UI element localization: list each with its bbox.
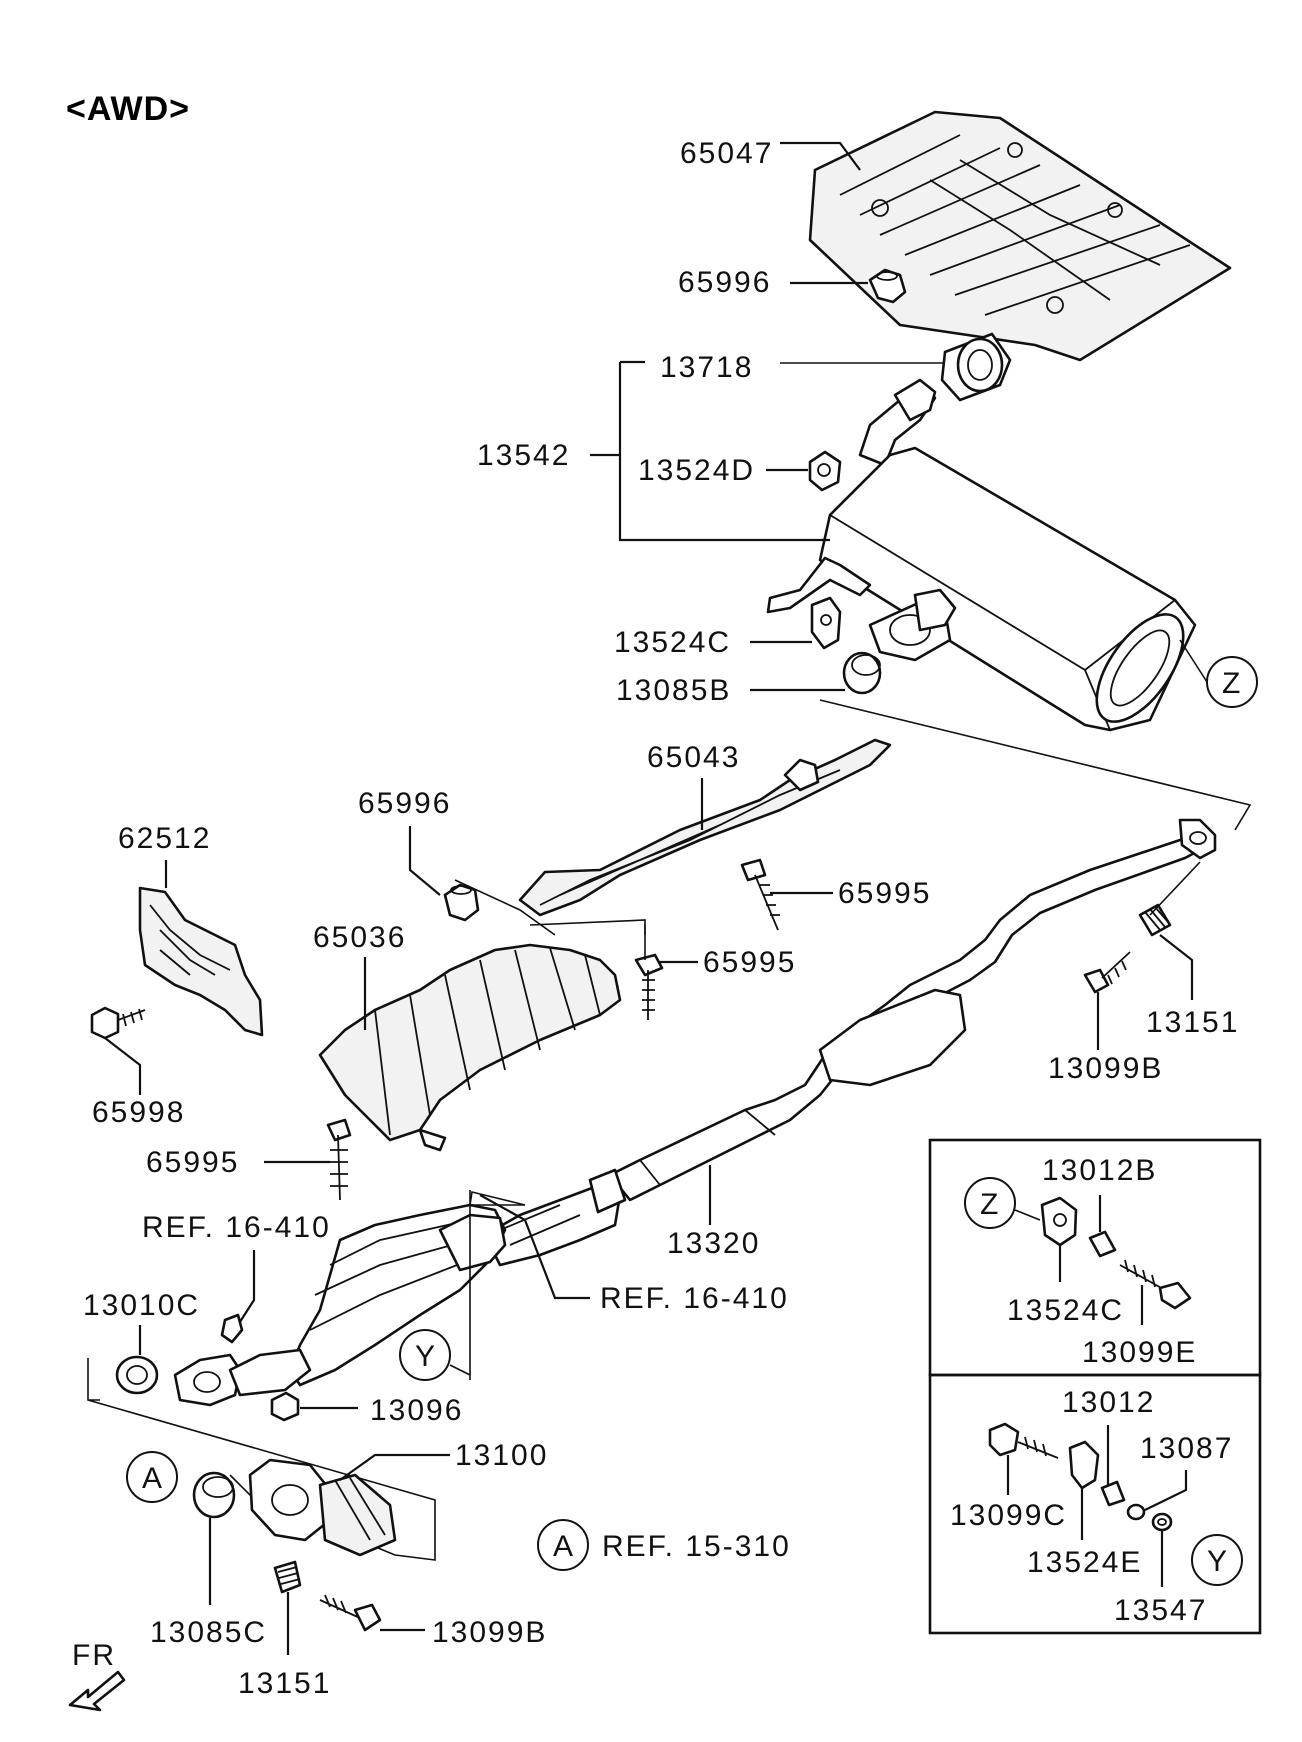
collar-13012 <box>1100 1480 1126 1507</box>
front-catalytic-converter <box>173 1203 507 1407</box>
rear-heat-shield <box>808 110 1232 362</box>
label-65995-c: 65995 <box>146 1146 239 1179</box>
leader-z-muffler <box>1179 639 1208 683</box>
label-65995-a: 65995 <box>838 877 931 910</box>
label-65047: 65047 <box>680 137 773 170</box>
bolt-65995-b <box>634 953 664 1020</box>
label-13096: 13096 <box>370 1394 463 1427</box>
spring-13151-bottom <box>273 1560 302 1594</box>
insulator-13524C-inset <box>1040 1196 1078 1247</box>
label-13010C: 13010C <box>83 1289 200 1322</box>
gasket-13085C <box>192 1471 236 1519</box>
label-13012B: 13012B <box>1042 1154 1157 1187</box>
marker-y-inset-text: Y <box>1207 1545 1229 1578</box>
label-13542: 13542 <box>477 439 570 472</box>
label-13099B-bottom: 13099B <box>432 1616 547 1649</box>
bolt-65995-a <box>740 858 780 931</box>
nut-13096 <box>270 1391 300 1422</box>
marker-a-ref-text: A <box>553 1530 575 1563</box>
label-65996-top: 65996 <box>678 266 771 299</box>
bolt-13099C <box>988 1422 1059 1459</box>
front-exhaust-pipe <box>483 818 1217 1267</box>
leader-ref-16-410-b <box>479 1194 590 1300</box>
leader-z-inset <box>1014 1209 1041 1221</box>
direction-arrow-icon <box>68 1670 126 1712</box>
leader-65047 <box>780 141 861 171</box>
label-65036: 65036 <box>313 921 406 954</box>
label-13012: 13012 <box>1062 1386 1155 1419</box>
bolt-13099B-right <box>1083 951 1131 994</box>
label-62512: 62512 <box>118 822 211 855</box>
label-13099B-right: 13099B <box>1048 1052 1163 1085</box>
label-13718: 13718 <box>660 351 753 384</box>
marker-z-inset <box>964 1177 1016 1229</box>
leader-13151-right <box>1159 934 1194 1000</box>
label-65043: 65043 <box>647 741 740 774</box>
clip-nut-65996-top <box>868 268 907 304</box>
heat-shield-62512 <box>138 886 264 1037</box>
heat-shield-65036 <box>318 943 622 1152</box>
washer-13087 <box>1126 1503 1146 1521</box>
flex-pipe-13100 <box>248 1458 397 1557</box>
leader-13151-right-ext <box>1149 861 1201 916</box>
leader-ref-16-410-a <box>237 1250 256 1326</box>
leader-65996-mid <box>408 826 441 896</box>
label-65998: 65998 <box>92 1096 185 1129</box>
label-13099C: 13099C <box>950 1499 1067 1532</box>
marker-a-gasket <box>126 1451 178 1503</box>
marker-y-main-text: Y <box>415 1340 437 1373</box>
label-13100: 13100 <box>455 1439 548 1472</box>
bolt-13099B-bottom <box>319 1594 382 1632</box>
leader-13100 <box>339 1453 450 1481</box>
collar-13012B <box>1088 1230 1117 1258</box>
label-65995-b: 65995 <box>703 946 796 979</box>
gasket-13010C <box>115 1355 159 1395</box>
label-ref-15-310: REF. 15-310 <box>602 1530 791 1563</box>
sensor-16-410 <box>220 1313 244 1344</box>
label-13085B: 13085B <box>616 674 731 707</box>
label-ref-16-410-a: REF. 16-410 <box>142 1211 331 1244</box>
leader-65998 <box>104 1037 142 1095</box>
sensor-16-410-b <box>469 1191 526 1206</box>
marker-z-inset-text: Z <box>980 1188 1000 1221</box>
leader-13542 <box>590 360 830 542</box>
insulator-13524E <box>1068 1440 1100 1490</box>
marker-a-gasket-text: A <box>142 1462 164 1495</box>
bolt-65998 <box>90 1006 146 1040</box>
label-13151-right: 13151 <box>1146 1006 1239 1039</box>
bolt-13099E <box>1119 1259 1192 1310</box>
label-13085C: 13085C <box>150 1616 267 1649</box>
label-13524C-inset: 13524C <box>1007 1294 1124 1327</box>
label-13320: 13320 <box>667 1227 760 1260</box>
inset-box-y <box>928 1373 1262 1635</box>
center-heat-shield <box>518 738 892 917</box>
main-muffler <box>766 332 1197 732</box>
label-13087: 13087 <box>1140 1432 1233 1465</box>
label-13547: 13547 <box>1114 1594 1207 1627</box>
label-13524C-main: 13524C <box>614 626 731 659</box>
clip-nut-65996-mid <box>443 883 480 922</box>
marker-y-inset <box>1191 1534 1243 1586</box>
label-13524D: 13524D <box>638 454 755 487</box>
leader-13087 <box>1144 1470 1188 1511</box>
label-13524E: 13524E <box>1027 1546 1142 1579</box>
direction-fr-label: FR <box>72 1639 116 1672</box>
connector-line <box>819 699 1252 831</box>
washer-13547 <box>1151 1512 1173 1532</box>
label-13151-bottom: 13151 <box>238 1667 331 1700</box>
bolt-65995-c <box>326 1118 352 1201</box>
marker-a-ref <box>537 1519 589 1571</box>
label-65996-mid: 65996 <box>358 787 451 820</box>
label-ref-16-410-b: REF. 16-410 <box>600 1282 789 1315</box>
label-13099E: 13099E <box>1082 1336 1197 1369</box>
leader-y-main <box>449 1190 471 1380</box>
marker-y-main <box>399 1329 451 1381</box>
marker-z-muffler-text: Z <box>1222 667 1242 700</box>
diagram-title: <AWD> <box>66 90 190 128</box>
